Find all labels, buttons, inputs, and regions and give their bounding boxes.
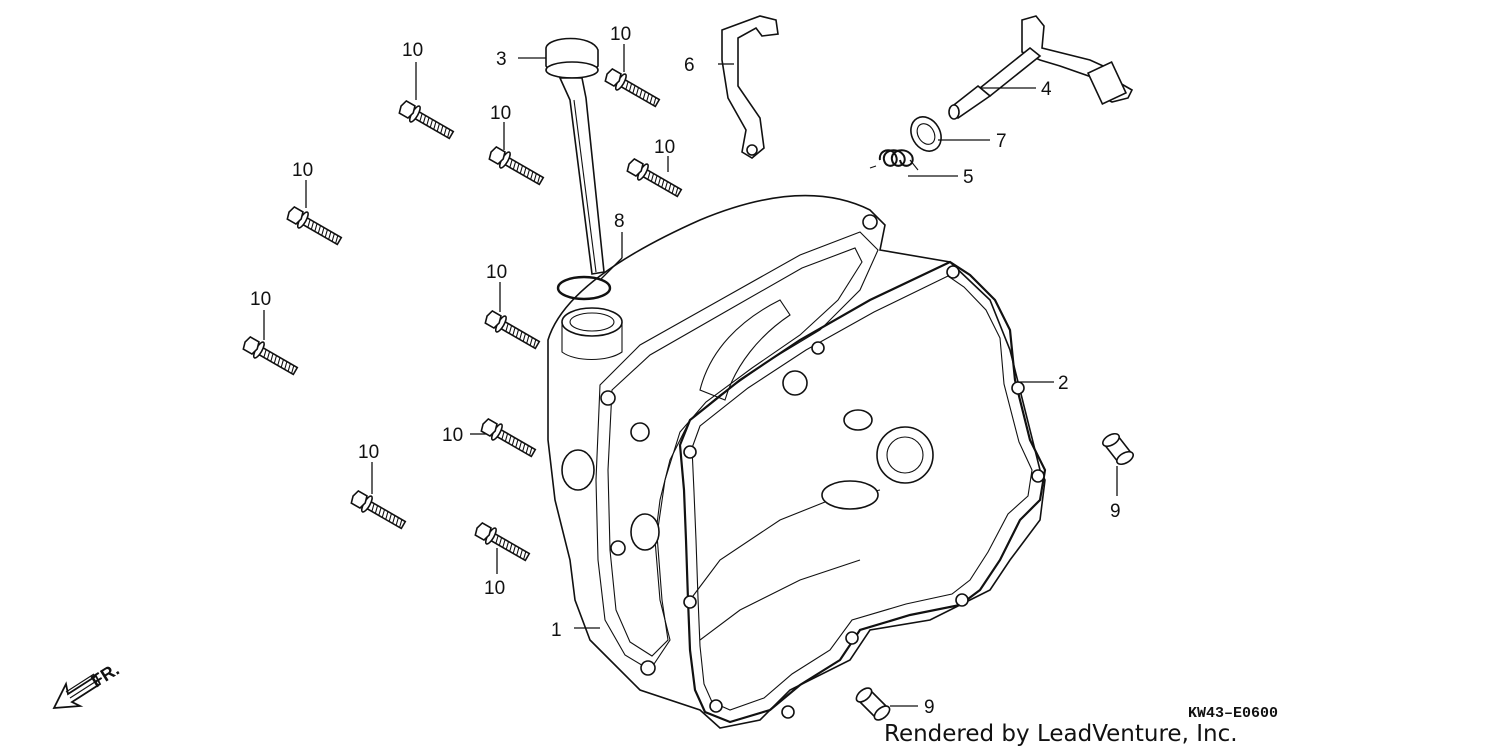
flange-bolt (484, 309, 541, 350)
callout-10: 10 (358, 442, 379, 463)
leader-lines (263, 44, 1118, 707)
callout-10: 10 (654, 137, 675, 158)
return-spring (869, 149, 919, 171)
callout-9-lower: 9 (924, 697, 935, 718)
diagram-code: KW43–E0600 (1188, 705, 1278, 722)
front-direction-arrow-icon: FR. (52, 659, 123, 710)
dowel-pin-upper (1102, 432, 1134, 466)
callout-10: 10 (490, 103, 511, 124)
callout-10: 10 (292, 160, 313, 181)
callout-2: 2 (1058, 373, 1069, 394)
callout-10: 10 (484, 578, 505, 599)
flange-bolt (398, 99, 455, 140)
callout-5: 5 (963, 167, 974, 188)
cover-gasket (678, 260, 1047, 724)
flange-bolt (350, 489, 407, 530)
callout-6: 6 (684, 55, 695, 76)
callout-10: 10 (250, 289, 271, 310)
flange-bolt (286, 205, 343, 246)
bolt-group (242, 67, 683, 562)
flange-bolt (626, 157, 683, 198)
flange-bolt (474, 521, 531, 562)
oil-seal (910, 116, 942, 152)
callout-9-upper: 9 (1110, 501, 1121, 522)
flange-bolt (604, 67, 661, 108)
flange-bolt (480, 417, 537, 458)
callout-8: 8 (614, 211, 625, 232)
o-ring (556, 275, 612, 301)
flange-bolt (488, 145, 545, 186)
callout-10: 10 (442, 425, 463, 446)
callout-4: 4 (1041, 79, 1052, 100)
shift-shaft (948, 15, 1134, 120)
dowel-pin-lower (855, 687, 891, 721)
callout-10: 10 (402, 40, 423, 61)
oil-dipstick (545, 37, 605, 275)
bracket (721, 15, 779, 159)
watermark: Rendered by LeadVenture, Inc. (884, 721, 1238, 747)
crankcase-cover (547, 194, 1046, 729)
callout-1: 1 (551, 620, 562, 641)
callout-10: 10 (610, 24, 631, 45)
callout-3: 3 (496, 49, 507, 70)
callout-10: 10 (486, 262, 507, 283)
flange-bolt (242, 335, 299, 376)
callout-labels: 1 2 3 4 5 6 7 8 9 9 10 10 10 10 10 10 10… (250, 24, 1121, 718)
callout-7: 7 (996, 131, 1007, 152)
